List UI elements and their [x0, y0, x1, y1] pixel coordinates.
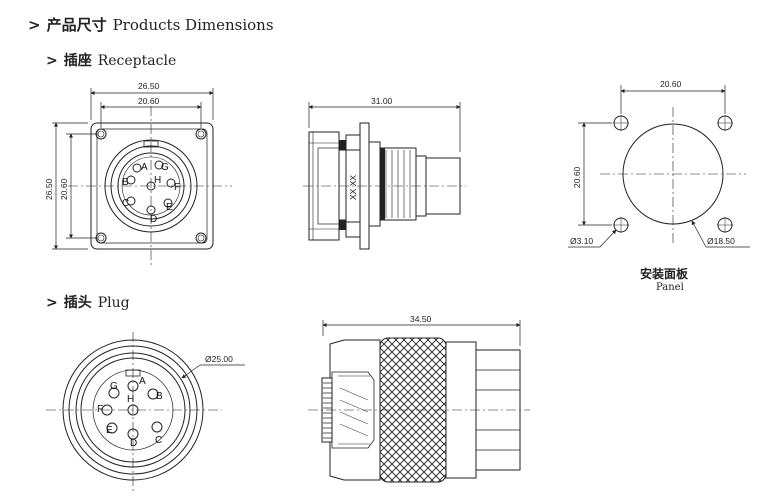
- dim-panel-hole-dia: Ø3.10: [570, 236, 593, 246]
- panel-cutout-view: [600, 107, 746, 243]
- chevron-right-icon: >: [46, 53, 58, 69]
- receptacle-side-dim-labels: 31.00 XX XX: [348, 96, 393, 200]
- plug-pin-label-a: A: [139, 376, 146, 387]
- chevron-right-icon: >: [28, 16, 41, 34]
- dim-hole-pitch-v: 20.60: [59, 178, 69, 200]
- plug-pin-label-b: B: [156, 391, 163, 402]
- dim-panel-pitch-h: 20.60: [660, 79, 682, 89]
- dim-panel-cutout-dia: Ø18.50: [707, 236, 735, 246]
- receptacle-front-pin-labels: A B C D E F G H: [122, 162, 180, 225]
- receptacle-front-dim-labels: 26.50 20.60 26.50 20.60: [44, 81, 160, 200]
- plug-side-view: [308, 337, 530, 483]
- panel-dim-labels: 20.60 20.60 Ø3.10 Ø18.50: [570, 79, 735, 246]
- receptacle-marking: XX XX: [348, 175, 358, 200]
- dim-outer-width: 26.50: [138, 81, 160, 91]
- pin-label-a: A: [141, 162, 148, 173]
- dim-panel-pitch-v: 20.60: [572, 166, 582, 188]
- receptacle-front-view: [68, 106, 232, 268]
- pin-label-c: C: [122, 198, 129, 209]
- panel-label-en: Panel: [656, 282, 684, 293]
- receptacle-front-dimensions: [52, 88, 214, 250]
- plug-pin-label-f: F: [97, 404, 103, 415]
- pin-label-d: D: [150, 214, 157, 225]
- dim-hole-pitch-h: 20.60: [138, 96, 160, 106]
- plug-front-pin-labels: A B C D E F G H: [97, 376, 163, 449]
- pin-label-f: F: [174, 182, 180, 193]
- chevron-right-icon: >: [46, 295, 58, 311]
- receptacle-front-pins: [126, 160, 176, 215]
- panel-label-cn: 安装面板: [640, 267, 689, 281]
- dim-plug-length: 34.50: [410, 314, 432, 324]
- plug-front-dimensions: [181, 364, 245, 379]
- plug-pin-label-d: D: [130, 438, 137, 449]
- plug-pin-label-e: E: [106, 425, 113, 436]
- plug-front-pins: [101, 380, 163, 440]
- plug-pin-label-g: G: [110, 381, 118, 392]
- plug-pin-label-h: H: [127, 394, 134, 405]
- dim-plug-diameter: Ø25.00: [205, 354, 233, 364]
- panel-dimensions: [568, 85, 750, 248]
- pin-label-e: E: [166, 202, 173, 213]
- pin-label-g: G: [161, 162, 169, 173]
- dim-outer-height: 26.50: [44, 178, 54, 200]
- receptacle-side-view: [303, 122, 466, 250]
- dim-receptacle-length: 31.00: [371, 96, 393, 106]
- plug-side-dimensions: [322, 320, 521, 346]
- plug-front-view: [46, 332, 222, 492]
- pin-label-b: B: [122, 177, 129, 188]
- receptacle-side-dimensions: [308, 102, 461, 152]
- pin-label-h: H: [154, 175, 161, 186]
- plug-pin-label-c: C: [155, 435, 162, 446]
